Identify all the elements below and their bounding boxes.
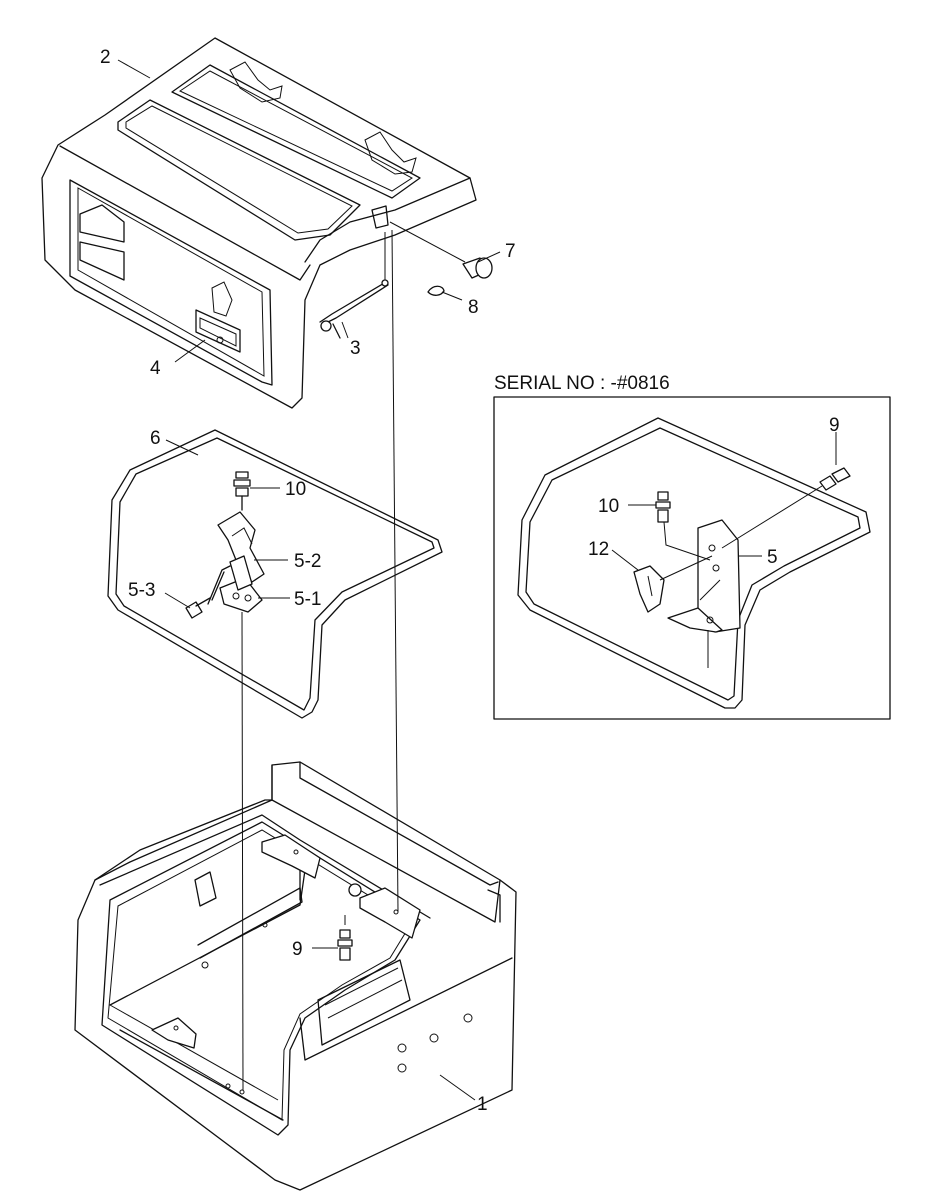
label-part-2: 2 <box>100 47 111 68</box>
leader-lines <box>117 59 501 1101</box>
label-part-7: 7 <box>505 241 516 262</box>
gasket-part-6 <box>107 429 443 719</box>
stay-rod-part-3 <box>319 279 389 339</box>
label-part-6: 6 <box>150 428 161 449</box>
label-part-5-2: 5-2 <box>294 551 321 572</box>
inset-box <box>493 396 891 720</box>
label-part-1: 1 <box>477 1094 488 1115</box>
clip-part-8 <box>427 285 445 296</box>
label-part-9: 9 <box>292 939 303 960</box>
label-part-5-3: 5-3 <box>128 580 155 601</box>
inset-label-part-9: 9 <box>829 415 840 436</box>
base-frame-part-1 <box>74 761 517 1191</box>
latch-assembly-part-5 <box>185 471 265 619</box>
label-part-3: 3 <box>350 338 361 359</box>
hood-cover-part-2 <box>41 37 477 409</box>
label-part-5-1: 5-1 <box>294 589 321 610</box>
pin-part-7 <box>462 257 493 279</box>
label-part-10: 10 <box>285 479 306 500</box>
inset-label-part-12: 12 <box>588 539 609 560</box>
label-part-8: 8 <box>468 297 479 318</box>
inset-title: SERIAL NO : -#0816 <box>494 373 670 394</box>
assembly-alignment-lines <box>241 221 466 1091</box>
inset-label-part-5: 5 <box>767 547 778 568</box>
label-part-4: 4 <box>150 358 161 379</box>
inset-label-part-10: 10 <box>598 496 619 517</box>
